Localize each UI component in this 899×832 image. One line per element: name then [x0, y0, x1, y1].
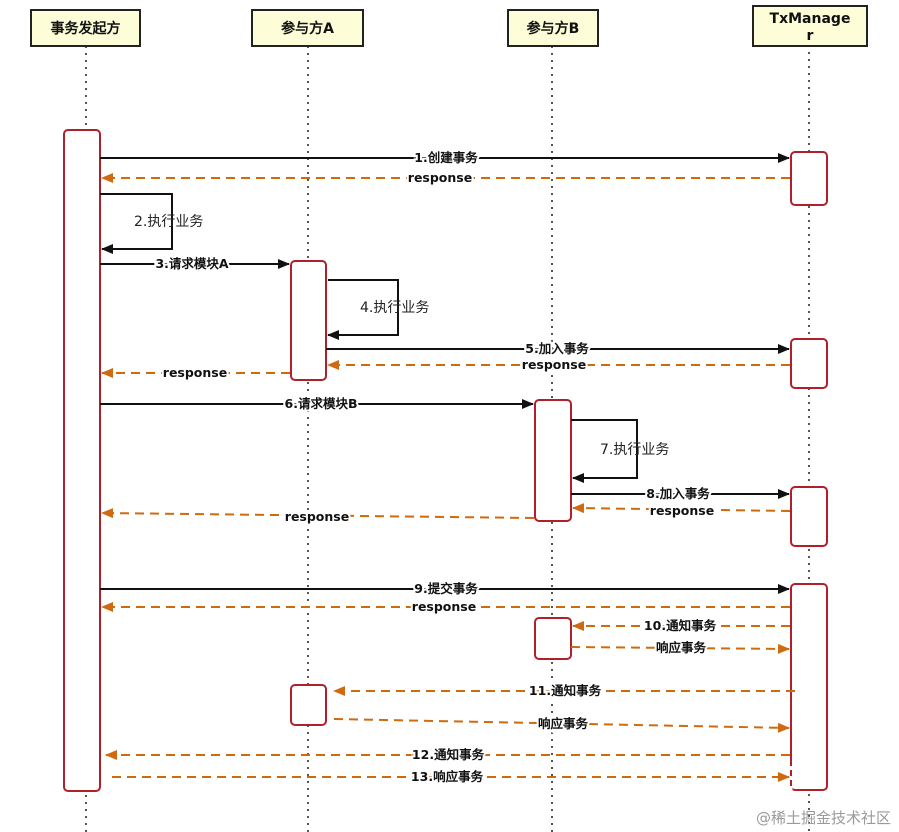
participant-a: 参与方A	[251, 9, 364, 47]
activation-b-1	[534, 399, 572, 522]
participant-label: 参与方B	[527, 20, 580, 37]
message-label-8: 6.请求模块B	[285, 396, 358, 411]
message-label-9: 8.加入事务	[646, 486, 710, 501]
message-label-6: response	[522, 357, 586, 372]
message-arrow-17	[333, 718, 790, 733]
participant-initiator: 事务发起方	[30, 9, 141, 47]
watermark: @稀土掘金技术社区	[755, 809, 891, 827]
message-label-18: 12.通知事务	[412, 747, 485, 762]
message-label-10: response	[650, 503, 714, 518]
message-label-5: 5.加入事务	[525, 341, 589, 356]
message-label-19: 13.响应事务	[411, 769, 484, 784]
participant-txmanager: TxManage r	[752, 5, 868, 47]
self-call-initiator	[100, 193, 173, 254]
activation-tx-4	[790, 583, 828, 791]
participant-label-wrap: r	[807, 28, 814, 44]
activation-initiator	[63, 129, 101, 792]
message-label-3: 3.请求模块A	[155, 256, 228, 271]
activation-tx-3	[790, 486, 828, 547]
message-label-12: 9.提交事务	[414, 581, 478, 596]
participant-label: 事务发起方	[51, 20, 121, 37]
self-call-a	[327, 279, 399, 340]
message-label-11: response	[285, 509, 349, 524]
self-call-label-2: 2.执行业务	[134, 214, 203, 230]
message-label-17: 响应事务	[538, 716, 589, 731]
activation-tx-1	[790, 151, 828, 206]
participant-b: 参与方B	[507, 9, 599, 47]
self-call-label-4: 4.执行业务	[360, 300, 429, 316]
message-label-1: 1.创建事务	[414, 150, 478, 165]
message-arrow-15	[570, 643, 790, 654]
message-arrow-11	[101, 508, 535, 519]
message-label-15: 响应事务	[656, 640, 707, 655]
message-label-13: response	[412, 599, 476, 614]
participant-label: 参与方A	[281, 20, 334, 37]
message-label-7: response	[163, 365, 227, 380]
self-call-label-7: 7.执行业务	[600, 442, 669, 458]
participant-label: TxManage	[770, 11, 851, 27]
activation-tx-2	[790, 338, 828, 389]
self-call-b	[571, 419, 638, 483]
activation-a-1	[290, 260, 327, 381]
message-label-14: 10.通知事务	[644, 618, 717, 633]
message-arrow-10	[572, 503, 791, 514]
activation-a-2	[290, 684, 327, 726]
message-label-2: response	[408, 170, 472, 185]
activation-b-2	[534, 617, 572, 660]
message-label-16: 11.通知事务	[529, 683, 602, 698]
